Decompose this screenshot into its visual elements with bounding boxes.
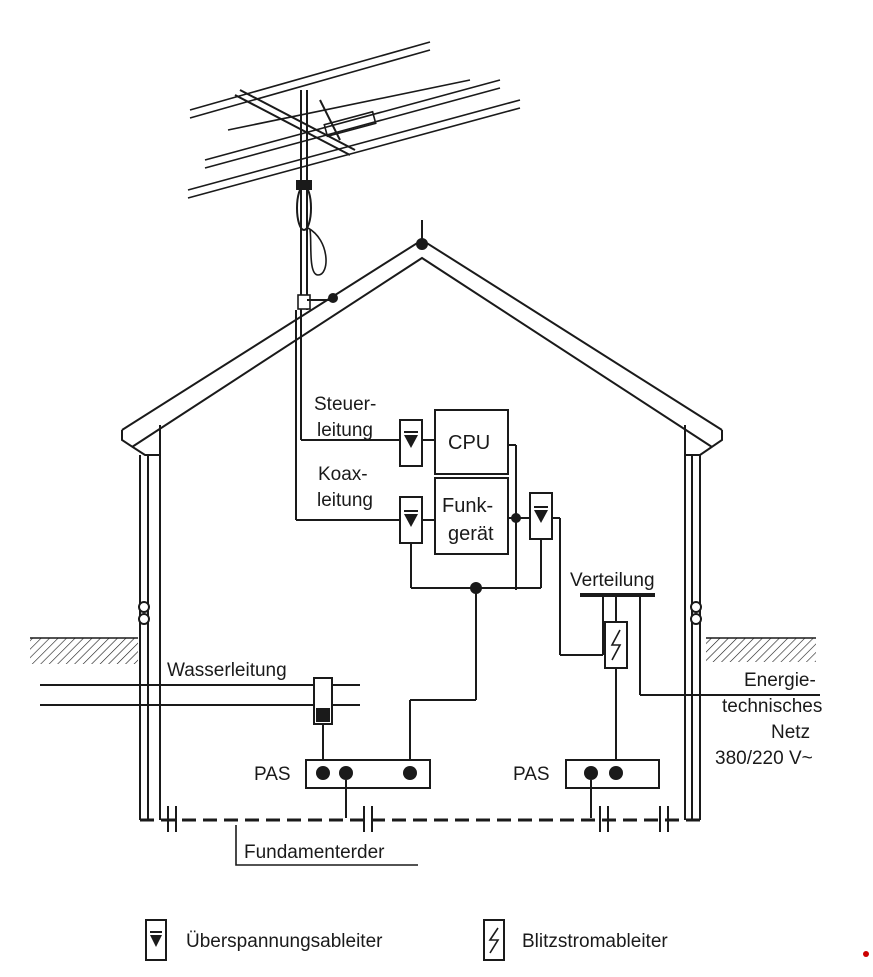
energie-label-3: Netz bbox=[771, 722, 810, 743]
wasserleitung-label: Wasserleitung bbox=[167, 660, 287, 681]
cpu-box bbox=[434, 409, 509, 475]
down-conductors bbox=[138, 455, 702, 820]
pas-left-label: PAS bbox=[254, 764, 291, 785]
funk-label-2: gerät bbox=[448, 523, 494, 545]
energie-label-4: 380/220 V~ bbox=[715, 748, 813, 769]
ground-hatching bbox=[30, 637, 816, 664]
lightning-arrester-legend-label: Blitzstromableiter bbox=[522, 931, 668, 952]
water-pipe bbox=[40, 684, 360, 706]
pas-right-bar bbox=[565, 759, 660, 818]
pas-right-label: PAS bbox=[513, 764, 550, 785]
steuerleitung-label-1: Steuer- bbox=[314, 394, 376, 415]
foundation-earth-electrode bbox=[140, 806, 700, 866]
surge-arrester-legend-icon bbox=[145, 919, 167, 961]
energie-label-1: Energie- bbox=[744, 670, 816, 691]
power-surge-arrester bbox=[529, 492, 553, 540]
water-surge-arrester bbox=[313, 677, 333, 772]
lightning-arrester-legend-icon bbox=[483, 919, 505, 961]
surge-arrester-legend-label: Überspannungsableiter bbox=[186, 931, 383, 952]
funk-label-1: Funk- bbox=[442, 495, 493, 517]
energie-label-2: technisches bbox=[722, 696, 822, 717]
pas-left-bar bbox=[305, 759, 431, 818]
funkgeraet-box bbox=[434, 477, 509, 555]
cpu-label: CPU bbox=[448, 432, 490, 454]
lightning-current-arrester bbox=[604, 621, 628, 669]
diagram-labels: Steuer- leitung Koax- leitung CPU Funk- … bbox=[167, 394, 822, 863]
koaxleitung-label-1: Koax- bbox=[318, 464, 368, 485]
verteilung-label: Verteilung bbox=[570, 570, 655, 591]
antenna-icon bbox=[187, 41, 521, 440]
steuer-surge-arrester bbox=[399, 419, 423, 467]
wiring bbox=[295, 310, 820, 772]
legend: Überspannungsableiter Blitzstromableiter bbox=[145, 919, 668, 961]
corner-marker bbox=[863, 951, 869, 957]
steuerleitung-label-2: leitung bbox=[317, 420, 373, 441]
koax-surge-arrester bbox=[399, 496, 423, 544]
koaxleitung-label-2: leitung bbox=[317, 490, 373, 511]
fundamenterder-label: Fundamenterder bbox=[244, 842, 385, 863]
